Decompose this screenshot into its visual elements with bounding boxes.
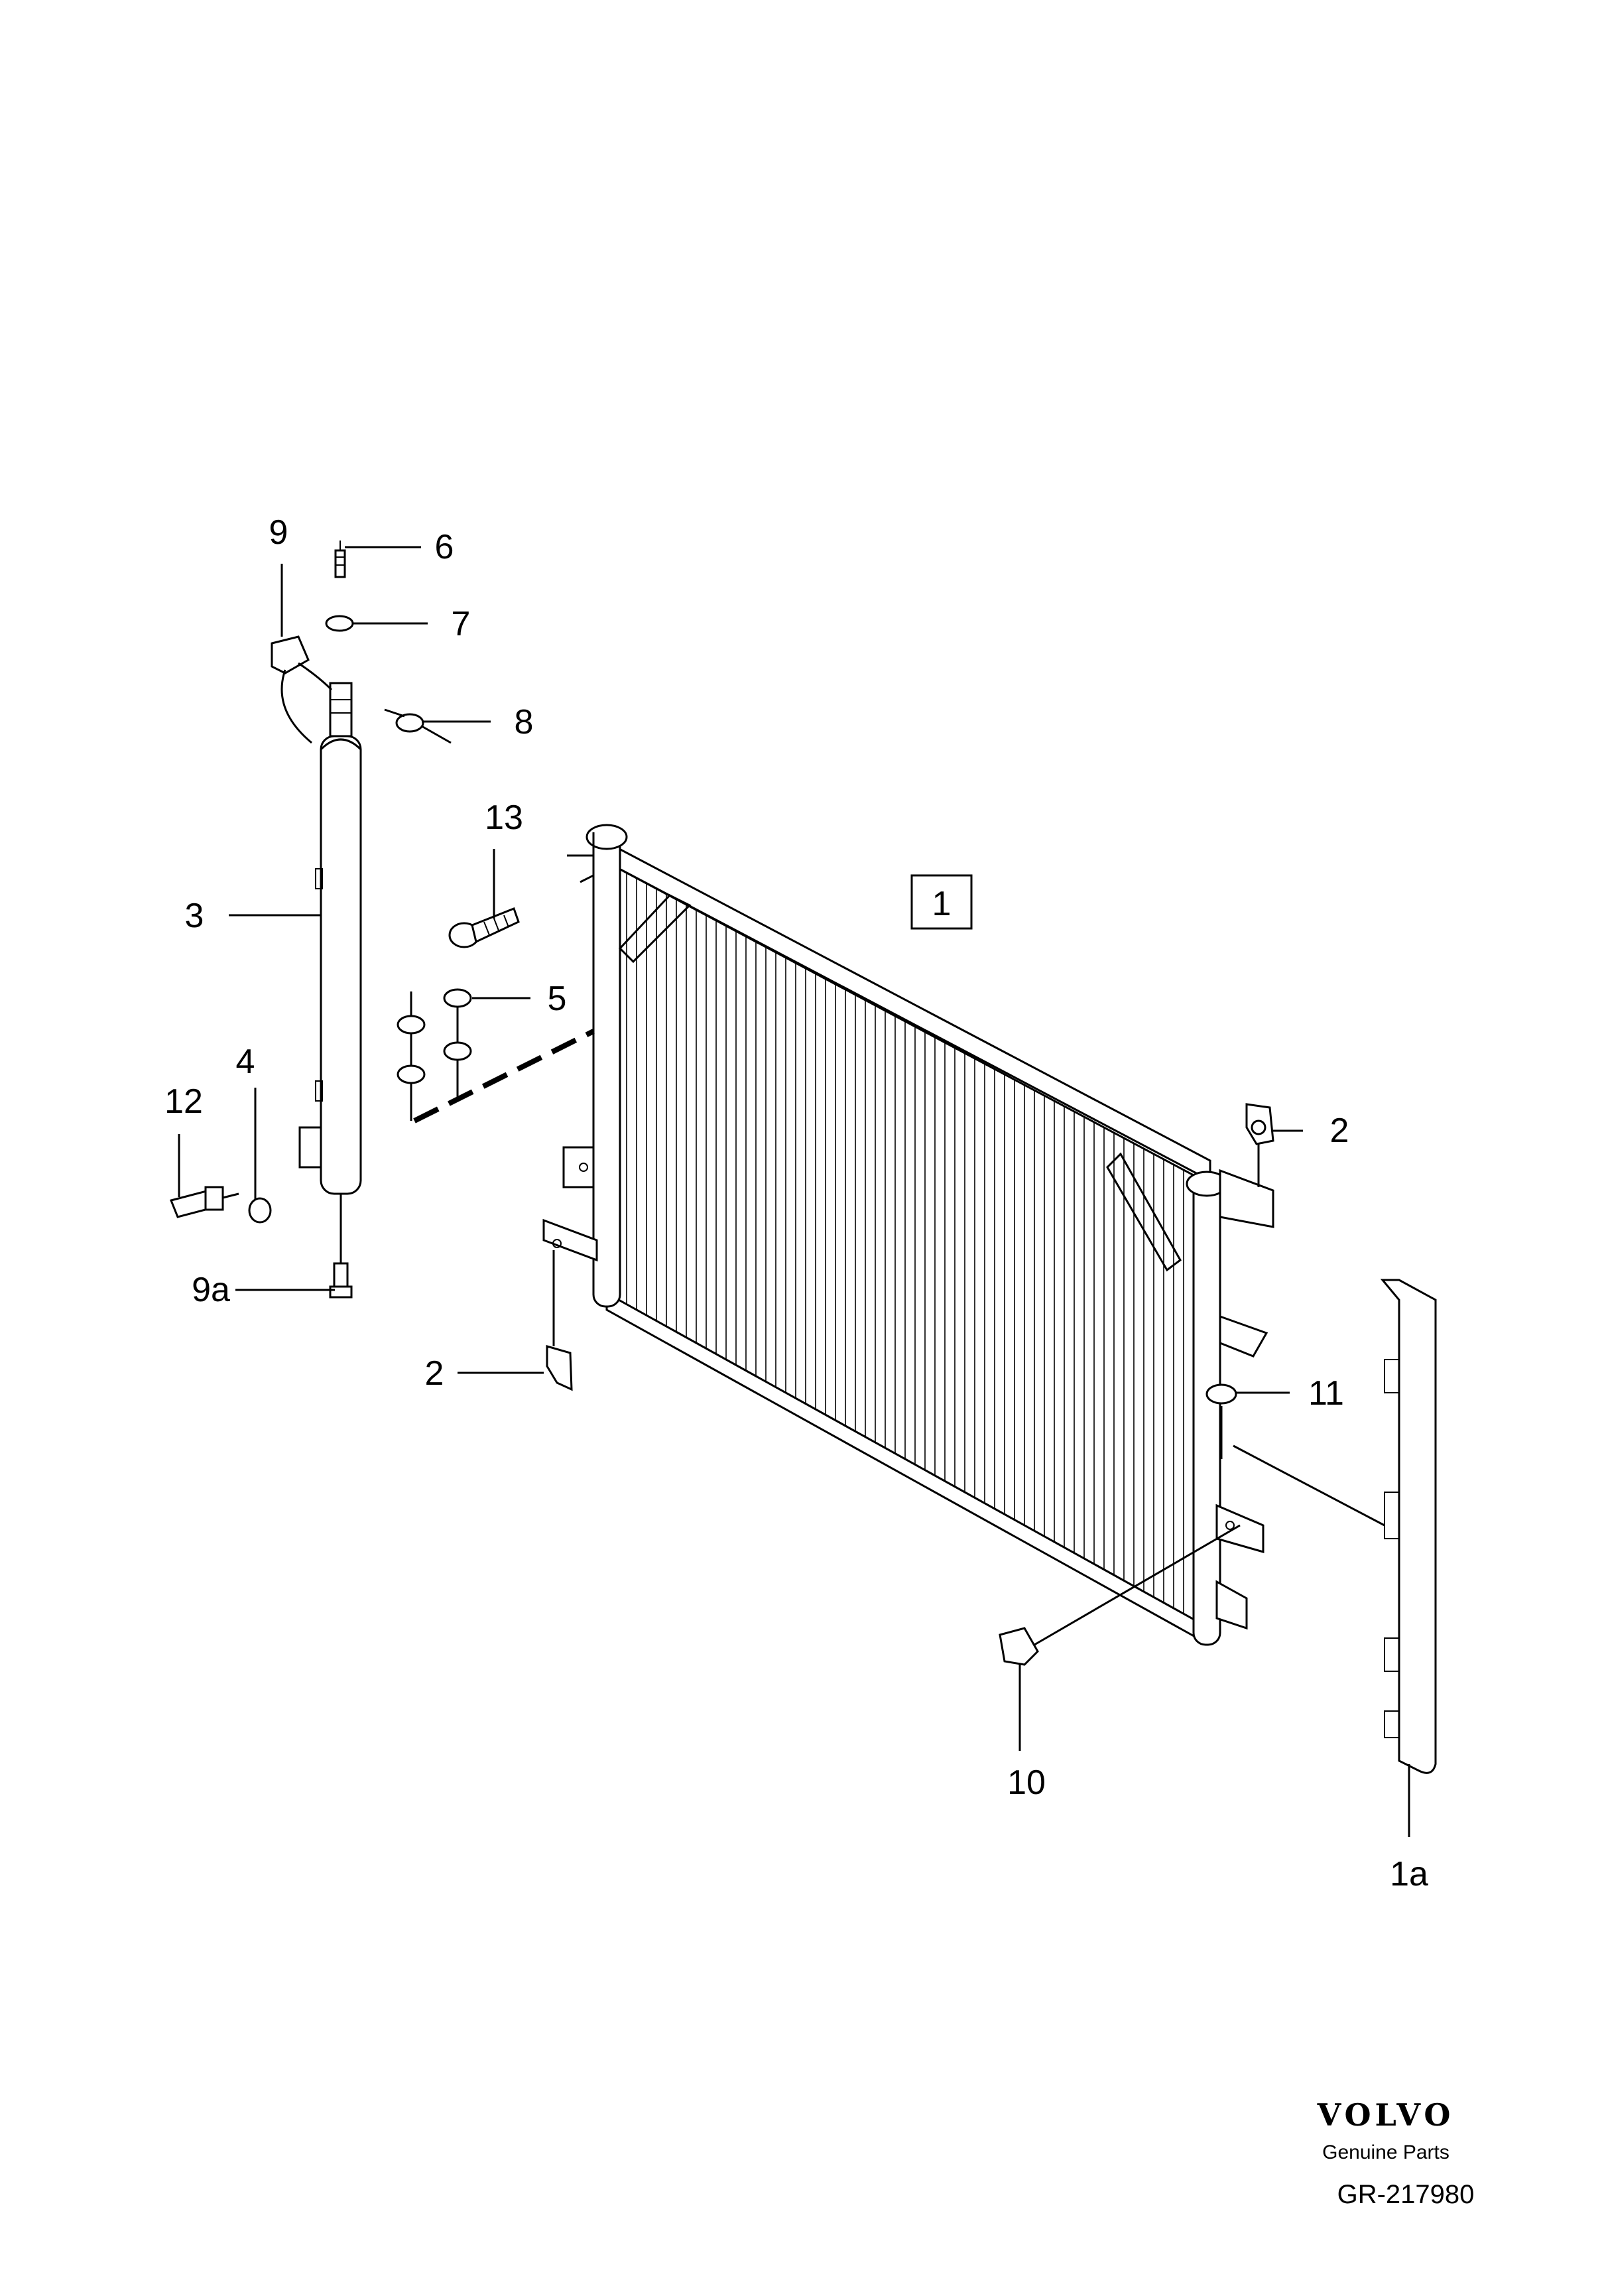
callout-4: 4 [236, 1043, 255, 1081]
diagram-code: GR-217980 [1337, 2180, 1475, 2209]
o-ring-7 [325, 615, 354, 632]
side-deflector [1233, 1279, 1437, 1774]
leader-lines [178, 546, 1410, 1837]
clip-2-left [546, 1250, 573, 1391]
main-part-box: 1 [910, 874, 973, 930]
footer-branding: VOLVO Genuine Parts GR-217980 [1317, 2097, 1475, 2209]
o-ring-4 [248, 1197, 272, 1224]
callout-6: 6 [435, 528, 454, 566]
o-rings-5 [397, 988, 472, 1084]
callout-8: 8 [515, 703, 534, 741]
callout-9: 9 [269, 513, 288, 552]
connection-lines [410, 991, 595, 1123]
bolt-13 [448, 907, 520, 948]
dryer-cap [271, 635, 333, 744]
callout-11: 11 [1308, 1374, 1344, 1413]
brand-subtitle: Genuine Parts [1322, 2141, 1449, 2163]
callout-13: 13 [485, 798, 523, 837]
callout-10: 10 [1007, 1763, 1046, 1802]
o-ring-11 [1205, 1383, 1237, 1405]
valve-stem [334, 541, 346, 578]
condenser [542, 824, 1274, 1646]
brand-logo: VOLVO [1317, 2097, 1455, 2133]
callout-labels: 9 6 7 8 13 3 5 4 12 9a 2 2 11 10 1a [164, 513, 1428, 1893]
callout-2-left: 2 [425, 1354, 444, 1393]
callout-3: 3 [185, 897, 204, 935]
pressure-sensor [169, 1186, 239, 1218]
callout-7: 7 [452, 605, 471, 643]
receiver-dryer [298, 682, 362, 1299]
callout-1a: 1a [1390, 1855, 1428, 1893]
callout-5: 5 [548, 980, 567, 1018]
clip-10 [999, 1524, 1241, 1666]
callout-12: 12 [164, 1082, 203, 1121]
clip-2-right [1245, 1103, 1274, 1187]
o-ring-8 [395, 713, 424, 733]
callout-2-right: 2 [1330, 1112, 1349, 1150]
condenser-fins [616, 867, 1194, 1620]
callout-9a: 9a [192, 1271, 230, 1309]
callout-1: 1 [932, 885, 952, 923]
